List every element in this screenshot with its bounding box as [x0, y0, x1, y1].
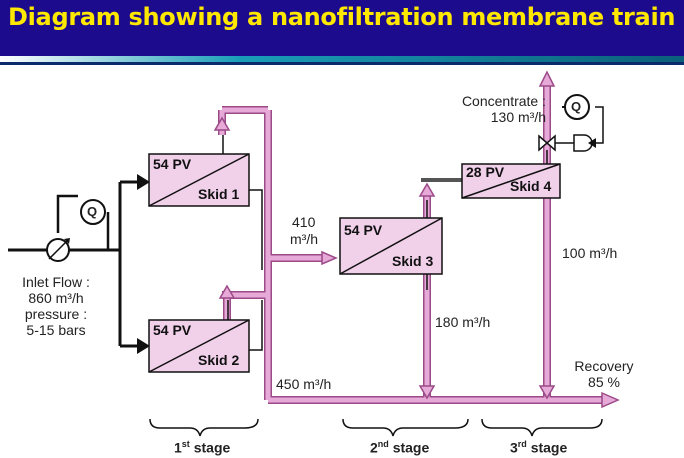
stage-brackets: [149, 418, 603, 437]
feed-lines: [8, 174, 150, 354]
skids: [148, 153, 561, 373]
stage-3-number: 3: [510, 439, 518, 456]
skid-2-vessel: [148, 319, 250, 373]
concentrate-control-loop: [538, 94, 604, 152]
recovery-label: Recovery: [574, 358, 634, 374]
pipe-arrowheads: [213, 70, 620, 409]
skid-1-pv: 54 PV: [153, 156, 192, 172]
inlet-pressure-value: 5-15 bars: [26, 322, 86, 338]
inlet-flow-value: 860 m³/h: [28, 290, 84, 306]
inlet-meter-q-label: Q: [87, 204, 98, 219]
skid-connections: [222, 135, 548, 351]
stage-1-word: stage: [193, 439, 231, 456]
stage-3-label: 3rd stage: [510, 436, 567, 456]
inlet-pressure-heading: pressure :: [24, 306, 88, 322]
recovery-value: 85 %: [588, 374, 620, 390]
stage-1-number: 1: [174, 439, 182, 456]
skid-1-vessel: [148, 153, 250, 207]
stage-3-word: stage: [530, 439, 568, 456]
skid-4-pv: 28 PV: [466, 164, 505, 180]
title-banner: Diagram showing a nanofiltration membran…: [0, 0, 684, 48]
skid-4-vessel: [461, 163, 561, 199]
skid-3-vessel: [339, 217, 443, 275]
inlet-flow-heading: Inlet Flow :: [22, 274, 90, 290]
skid-2-name: Skid 2: [198, 352, 240, 368]
skid-2-pv: 54 PV: [153, 322, 192, 338]
stage-1-label: 1st stage: [174, 436, 230, 456]
concentrate-meter-q-label: Q: [571, 99, 582, 114]
stage1-permeate-flow: 450 m³/h: [276, 376, 332, 392]
stage2-permeate-flow: 180 m³/h: [435, 314, 491, 330]
stage-1-suffix: st: [181, 439, 190, 449]
stage-2-suffix: nd: [377, 439, 389, 449]
combined-flow-value: 410: [292, 214, 316, 230]
stage-2-number: 2: [370, 439, 378, 456]
concentrate-heading: Concentrate :: [461, 93, 546, 109]
skid-3-name: Skid 3: [392, 253, 434, 269]
stage-2-word: stage: [392, 439, 430, 456]
skid-1-name: Skid 1: [198, 186, 240, 202]
inlet-label: Inlet Flow : 860 m³/h pressure : 5-15 ba…: [6, 274, 106, 338]
stage-2-label: 2nd stage: [370, 436, 429, 456]
pump-symbol: [46, 238, 70, 262]
concentrate-flow: 130 m³/h: [490, 109, 546, 125]
skid-3-pv: 54 PV: [344, 222, 383, 238]
decorative-stripe: [0, 48, 684, 65]
stage3-permeate-flow: 100 m³/h: [562, 245, 618, 261]
page-title: Diagram showing a nanofiltration membran…: [8, 3, 676, 31]
combined-flow-unit: m³/h: [290, 231, 318, 247]
skid-4-name: Skid 4: [510, 178, 552, 194]
flow-meter-inlet: [80, 199, 106, 225]
stage-3-suffix: rd: [517, 439, 527, 449]
